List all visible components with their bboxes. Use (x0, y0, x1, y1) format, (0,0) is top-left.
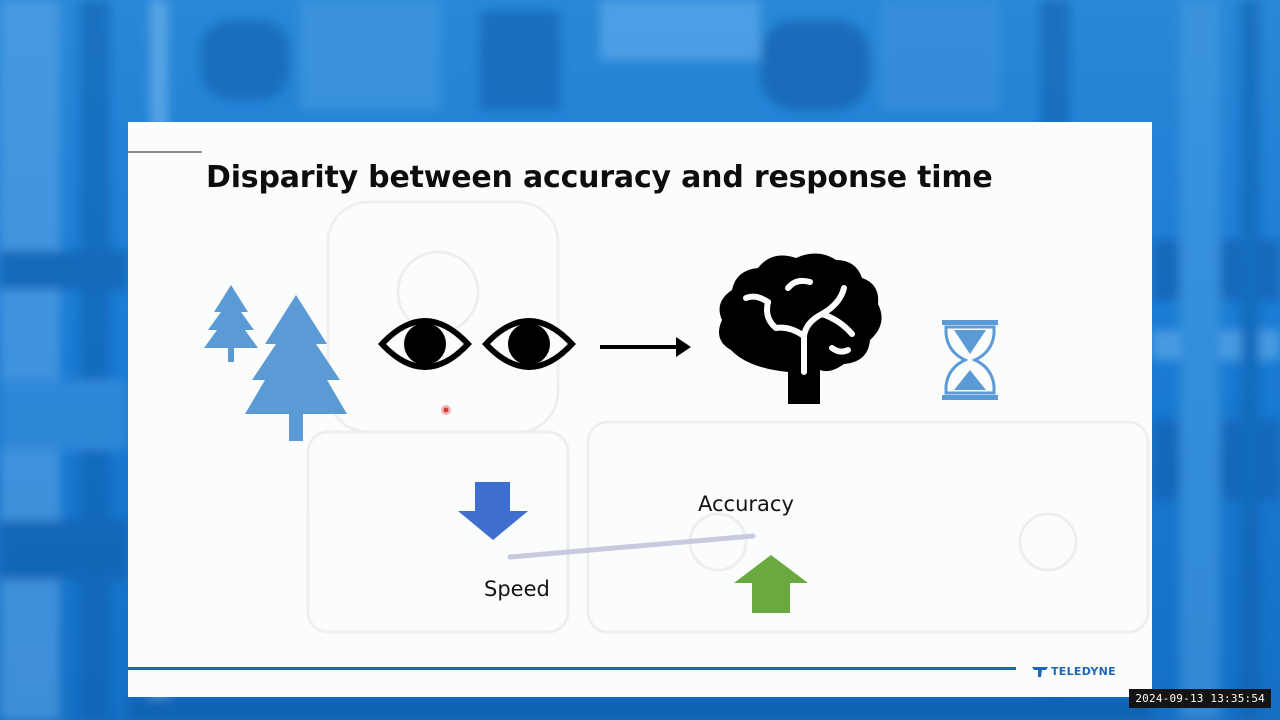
down-arrow-icon (458, 482, 528, 540)
pine-tree-large-icon (245, 295, 347, 441)
speed-label: Speed (484, 577, 550, 601)
laser-pointer-dot (441, 405, 451, 415)
seesaw-line (507, 533, 756, 560)
brand-name: TELEDYNE (1051, 665, 1116, 678)
teledyne-logo: TELEDYNE (1032, 665, 1116, 678)
title-accent-line (128, 151, 202, 153)
video-timestamp: 2024-09-13 13:35:54 (1129, 689, 1271, 708)
slide-artwork (128, 151, 1150, 670)
pine-tree-small-icon (204, 285, 258, 362)
faint-product-watermark (306, 200, 1150, 634)
slide-title: Disparity between accuracy and response … (206, 160, 993, 195)
brain-icon (719, 253, 882, 404)
accuracy-label: Accuracy (698, 492, 794, 516)
hourglass-icon (942, 320, 998, 400)
eye-left-icon (378, 318, 472, 370)
footer-line (128, 667, 1016, 670)
teledyne-mark-icon (1032, 666, 1048, 677)
right-arrow-icon (600, 337, 691, 357)
presentation-slide: Disparity between accuracy and response … (128, 122, 1152, 697)
up-arrow-icon (734, 555, 808, 613)
eye-right-icon (482, 318, 576, 370)
